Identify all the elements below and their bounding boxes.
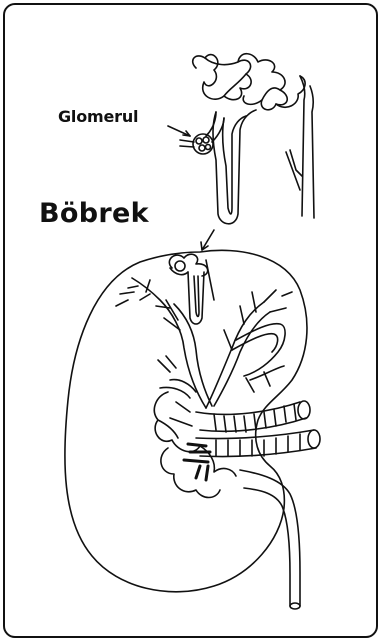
renal-artery	[196, 401, 310, 432]
glomerul-label: Glomerul	[58, 107, 138, 126]
bobrek-title: Böbrek	[39, 198, 149, 229]
ureter	[240, 470, 300, 609]
kidney-nephron-detail	[169, 254, 214, 324]
renal-artery-tree	[116, 278, 292, 408]
cortex-arrow	[201, 230, 214, 250]
nephron-illustration	[180, 54, 314, 224]
glomerul-arrow	[168, 126, 190, 136]
kidney-outline	[65, 250, 307, 591]
